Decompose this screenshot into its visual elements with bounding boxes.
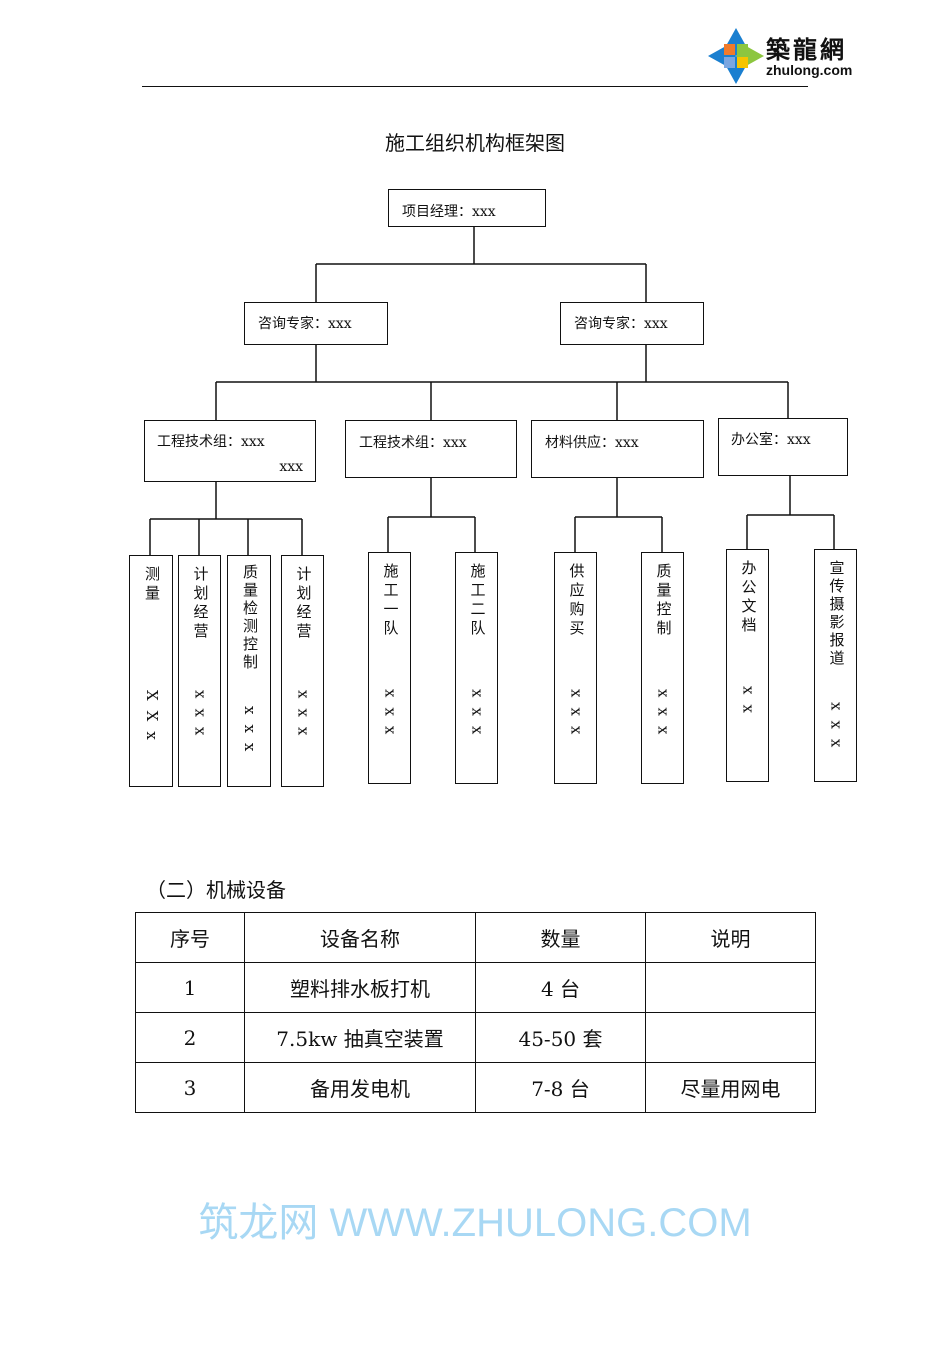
node-label: 项目经理：xxx: [402, 204, 496, 220]
logo-cn: 築龍網: [766, 35, 847, 64]
logo-mark-icon: [708, 28, 764, 84]
unit-staff: xxx: [567, 689, 586, 745]
org-node-project-manager: 项目经理：xxx: [388, 189, 546, 227]
unit-name: 宣传摄影报道: [827, 560, 846, 668]
node-label: 咨询专家：xxx: [574, 316, 668, 332]
org-unit: 供应购买 xxx: [554, 552, 597, 784]
org-unit: 办公文档 xx: [726, 549, 769, 782]
cell: 4 台: [475, 962, 646, 1013]
node-label: 办公室：xxx: [731, 432, 811, 448]
unit-staff: xxx: [468, 689, 487, 745]
unit-name: 测量: [143, 566, 161, 604]
cell: 1: [135, 962, 245, 1013]
unit-staff: xxx: [191, 690, 210, 746]
org-unit: 施工一队 xxx: [368, 552, 411, 784]
cell: [645, 1012, 816, 1063]
section-heading: （二）机械设备: [146, 878, 286, 902]
unit-name: 施工二队: [468, 563, 487, 639]
cell: [645, 962, 816, 1013]
org-unit: 施工二队 xxx: [455, 552, 498, 784]
chart-title: 施工组织机构框架图: [385, 131, 565, 155]
org-node-group: 办公室：xxx: [718, 418, 848, 476]
header-cell: 序号: [135, 912, 245, 963]
unit-name: 质量检测控制: [241, 564, 259, 672]
table-header-row: 序号 设备名称 数量 说明: [135, 912, 816, 963]
watermark: 筑龙网 WWW.ZHULONG.COM: [198, 1201, 752, 1245]
cell: 2: [135, 1012, 245, 1063]
unit-staff: XXx: [143, 690, 161, 750]
unit-staff: xxx: [241, 706, 259, 762]
org-unit: 宣传摄影报道 xxx: [814, 549, 857, 782]
unit-staff: xxx: [654, 689, 673, 745]
unit-staff: xxx: [381, 689, 400, 745]
org-node-group: 工程技术组：xxx xxx: [144, 420, 316, 482]
cell: 塑料排水板打机: [244, 962, 476, 1013]
node-label: 工程技术组：xxx: [157, 434, 265, 450]
unit-name: 供应购买: [567, 563, 586, 639]
unit-name: 计划经营: [294, 566, 313, 642]
cell: 7-8 台: [475, 1062, 646, 1113]
unit-name: 施工一队: [381, 563, 400, 639]
unit-name: 质量控制: [654, 563, 673, 639]
unit-staff: xxx: [827, 702, 846, 758]
org-unit: 质量检测控制 xxx: [227, 555, 271, 787]
unit-staff: xxx: [294, 690, 313, 746]
cell: 45-50 套: [475, 1012, 646, 1063]
org-node-consultant: 咨询专家：xxx: [244, 302, 388, 345]
header-rule: [142, 86, 808, 87]
header-cell: 说明: [645, 912, 816, 963]
org-unit: 计划经营 xxx: [178, 555, 221, 787]
logo-en: zhulong.com: [766, 62, 853, 78]
cell: 7.5kw 抽真空装置: [244, 1012, 476, 1063]
header-cell: 设备名称: [244, 912, 476, 963]
org-node-consultant: 咨询专家：xxx: [560, 302, 704, 345]
org-node-group: 材料供应：xxx: [531, 420, 704, 478]
zhulong-logo: 築龍網 zhulong.com: [708, 28, 858, 84]
node-label: 咨询专家：xxx: [258, 316, 352, 332]
unit-staff: xx: [739, 686, 758, 723]
org-unit: 质量控制 xxx: [641, 552, 684, 784]
cell: 备用发电机: [244, 1062, 476, 1113]
org-unit: 测量 XXx: [129, 555, 173, 787]
org-node-group: 工程技术组：xxx: [345, 420, 517, 478]
org-unit: 计划经营 xxx: [281, 555, 324, 787]
header-cell: 数量: [475, 912, 646, 963]
node-label: 材料供应：xxx: [545, 435, 639, 451]
cell: 3: [135, 1062, 245, 1113]
cell: 尽量用网电: [645, 1062, 816, 1113]
unit-name: 办公文档: [739, 560, 758, 636]
node-extra: xxx: [279, 459, 303, 475]
node-label: 工程技术组：xxx: [359, 435, 467, 451]
org-connectors: [149, 227, 835, 555]
unit-name: 计划经营: [191, 566, 210, 642]
